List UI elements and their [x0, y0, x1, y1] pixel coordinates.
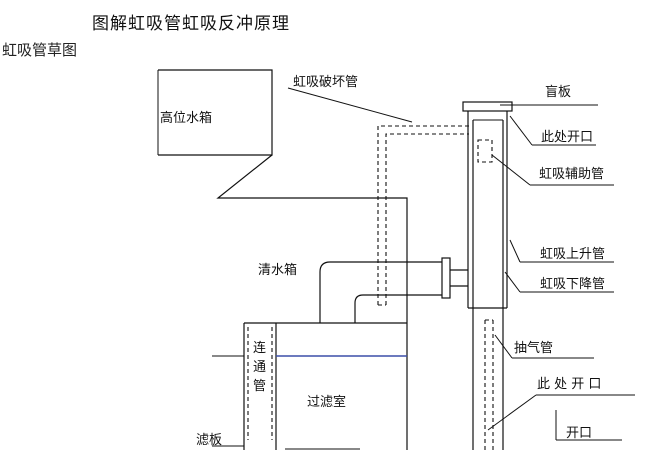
exhaust-pipe-label: 抽气管 [514, 340, 553, 356]
leader-breaker [287, 87, 413, 123]
high-tank-label: 高位水箱 [160, 110, 212, 126]
siphon-breaker-pipe [377, 125, 469, 306]
leader-aux [491, 154, 531, 186]
filter-room-label: 过滤室 [307, 394, 346, 410]
high-tank-outlet-pipe [216, 154, 408, 450]
opening-here-2-label: 此 处 开 口 [537, 377, 601, 392]
filter-plate-label: 滤板 [196, 433, 222, 448]
diagram-subtitle: 虹吸管草图 [2, 41, 78, 59]
clear-tank-label: 清水箱 [258, 262, 297, 278]
breaker-pipe-label: 虹吸破坏管 [293, 75, 358, 90]
connecting-pipe-char-2: 通 [253, 360, 266, 375]
connecting-pipe-char-3: 管 [253, 379, 266, 394]
opening-label: 开口 [566, 426, 592, 441]
siphon-rising-pipe [462, 101, 513, 309]
connecting-pipe-char-1: 连 [253, 340, 266, 356]
filter-room [243, 322, 407, 450]
high-tank [157, 69, 273, 156]
leader-exhaust [494, 334, 513, 359]
rising-pipe-label: 虹吸上升管 [540, 247, 605, 262]
siphon-falling-pipe [472, 119, 504, 450]
siphon-aux-pipe [477, 139, 493, 163]
diagram-title: 图解虹吸管虹吸反冲原理 [92, 14, 290, 34]
connecting-pipe [247, 327, 273, 440]
exhaust-pipe [484, 319, 494, 450]
aux-pipe-label: 虹吸辅助管 [539, 167, 604, 182]
leader-falling [504, 271, 521, 293]
clear-tank-inlet [319, 257, 468, 323]
blind-plate-label: 盲板 [545, 84, 571, 100]
falling-pipe-label: 虹吸下降管 [540, 277, 605, 292]
leader-rising [509, 239, 521, 263]
leader-opening [509, 115, 533, 146]
opening-here-label: 此处开口 [541, 130, 593, 145]
leader-opening-2 [487, 394, 537, 431]
